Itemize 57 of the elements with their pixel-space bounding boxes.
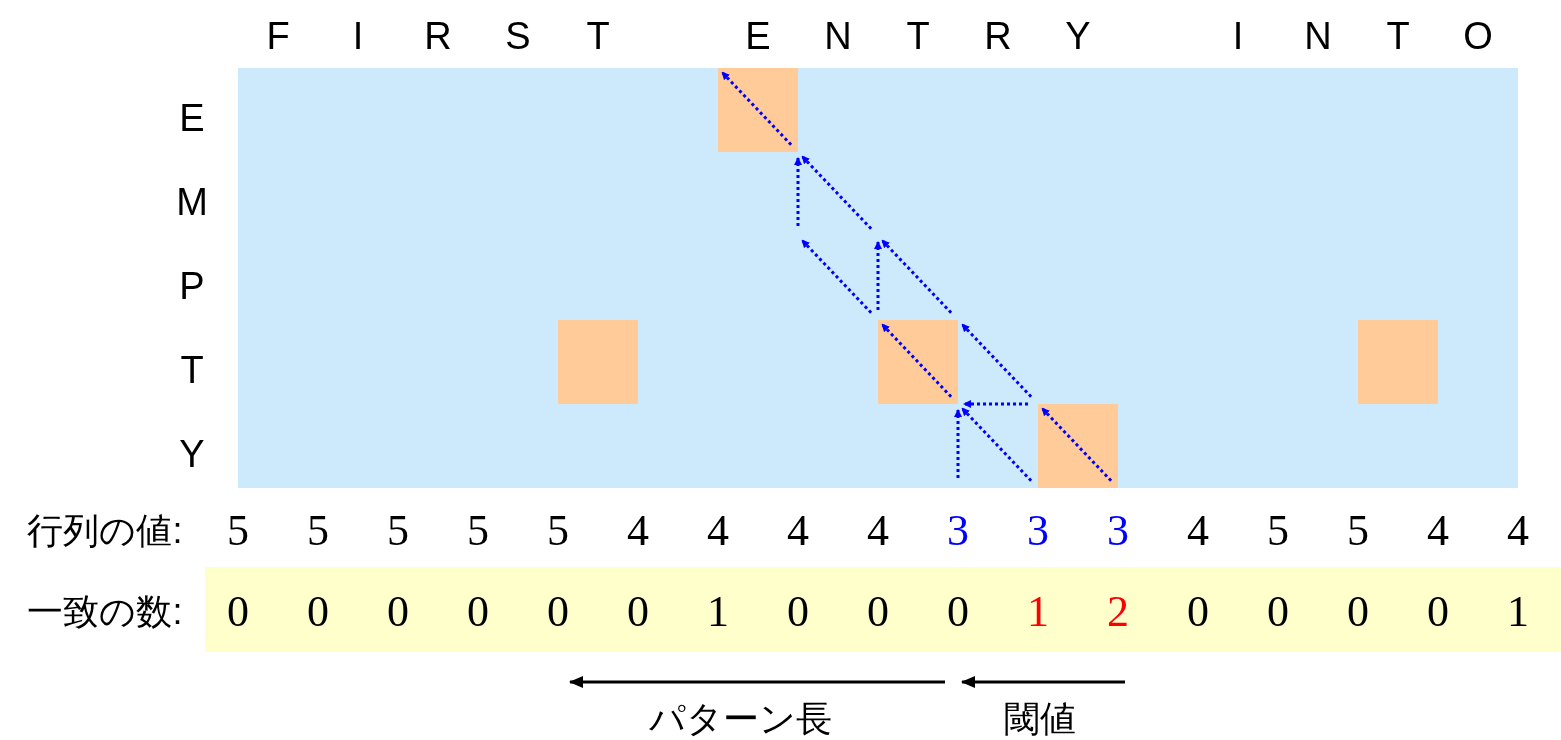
match-count: 0 <box>1267 590 1289 634</box>
matrix-value: 5 <box>307 509 329 553</box>
matrix-value: 5 <box>467 509 489 553</box>
column-letter: Y <box>1065 17 1091 55</box>
matrix-value: 3 <box>1027 509 1049 553</box>
match-count: 0 <box>627 590 649 634</box>
matrix-value: 4 <box>1427 509 1449 553</box>
column-letter: R <box>984 17 1012 55</box>
matrix-value: 5 <box>387 509 409 553</box>
column-letter: F <box>266 17 290 55</box>
column-letter: E <box>745 17 771 55</box>
column-letter: N <box>1304 17 1332 55</box>
matrix-value: 5 <box>547 509 569 553</box>
matrix-value: 3 <box>1107 509 1129 553</box>
matrix-value: 4 <box>867 509 889 553</box>
matrix-value: 3 <box>947 509 969 553</box>
matrix-value: 4 <box>1507 509 1529 553</box>
match-count: 0 <box>387 590 409 634</box>
match-count: 0 <box>1347 590 1369 634</box>
match-count: 1 <box>1507 590 1529 634</box>
column-letter: O <box>1463 17 1493 55</box>
match-count: 0 <box>467 590 489 634</box>
matrix-value: 4 <box>1187 509 1209 553</box>
match-count: 0 <box>1187 590 1209 634</box>
column-letter: R <box>424 17 452 55</box>
row-letter: M <box>176 183 208 221</box>
column-letter: I <box>1232 17 1244 55</box>
matrix-value: 5 <box>227 509 249 553</box>
range-label: パターン長 <box>648 701 832 737</box>
row-letter: E <box>179 99 205 137</box>
row-letter: Y <box>179 435 205 473</box>
column-letter: N <box>824 17 852 55</box>
matrix-value: 5 <box>1347 509 1369 553</box>
match-count: 0 <box>547 590 569 634</box>
row-label: 一致の数: <box>27 594 183 630</box>
matrix-value: 4 <box>707 509 729 553</box>
column-letter: T <box>1386 17 1410 55</box>
row-letter: P <box>179 267 205 305</box>
column-letter: S <box>505 17 531 55</box>
match-count: 2 <box>1107 590 1129 634</box>
row-label: 行列の値: <box>27 513 183 549</box>
match-count: 0 <box>1427 590 1449 634</box>
match-count: 0 <box>307 590 329 634</box>
match-count: 1 <box>1027 590 1049 634</box>
match-count: 1 <box>707 590 729 634</box>
row-letter: T <box>180 351 204 389</box>
range-label: 閾値 <box>1004 701 1076 737</box>
matrix-value: 5 <box>1267 509 1289 553</box>
matrix-value: 4 <box>787 509 809 553</box>
matrix-value: 4 <box>627 509 649 553</box>
match-count: 0 <box>867 590 889 634</box>
column-letter: T <box>906 17 930 55</box>
column-letter: I <box>352 17 364 55</box>
match-count: 0 <box>947 590 969 634</box>
match-count: 0 <box>787 590 809 634</box>
column-letter: T <box>586 17 610 55</box>
match-count: 0 <box>227 590 249 634</box>
